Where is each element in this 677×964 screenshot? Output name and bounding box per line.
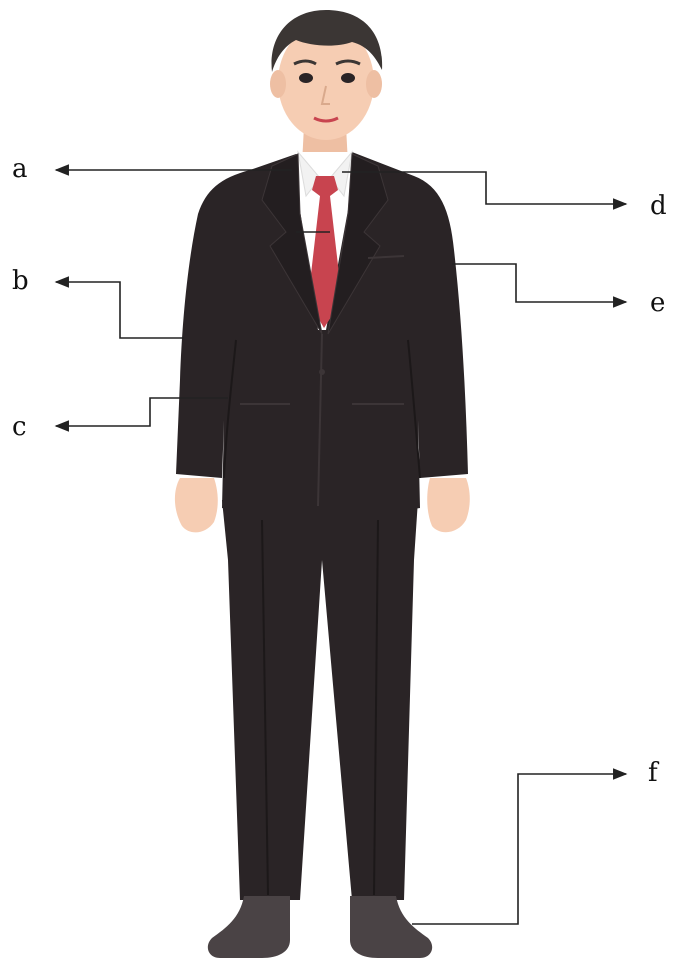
label-a: a: [12, 156, 28, 182]
eye-right: [341, 73, 355, 83]
left-shoe: [208, 896, 290, 958]
label-e: e: [650, 290, 665, 316]
ear-left: [270, 70, 286, 98]
callout-line-e: [452, 264, 626, 302]
callout-line-b: [56, 282, 184, 338]
trousers: [222, 500, 418, 900]
label-b: b: [12, 268, 29, 294]
right-shoe: [350, 896, 432, 958]
left-hand: [175, 478, 218, 532]
label-d: d: [650, 193, 667, 219]
man-figure: [175, 10, 470, 958]
label-c: c: [12, 414, 27, 440]
ear-right: [366, 70, 382, 98]
jacket-button: [319, 369, 325, 375]
callout-line-f: [412, 774, 626, 924]
eye-left: [299, 73, 313, 83]
right-hand: [427, 478, 470, 532]
label-f: f: [648, 760, 658, 786]
